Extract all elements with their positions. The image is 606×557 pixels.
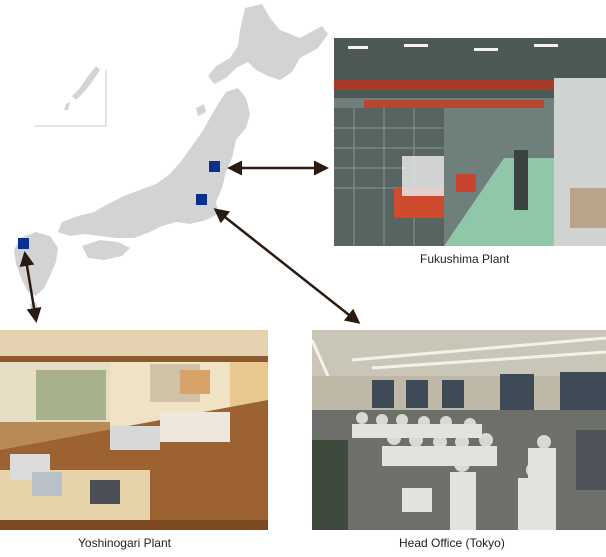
head-office-caption: Head Office (Tokyo) xyxy=(399,536,505,550)
head-office-photo xyxy=(312,330,606,530)
arrow-yoshinogari xyxy=(19,251,42,323)
yoshinogari-plant-caption: Yoshinogari Plant xyxy=(78,536,171,550)
northern-islands xyxy=(64,66,100,110)
shikoku-island xyxy=(82,240,130,260)
map-inset-frame xyxy=(34,70,107,127)
sado-island xyxy=(196,104,206,116)
fukushima-plant-caption: Fukushima Plant xyxy=(420,252,510,266)
fukushima-plant-photo xyxy=(334,38,606,246)
yoshinogari-plant-photo xyxy=(0,330,268,530)
fukushima-marker xyxy=(209,161,220,172)
hokkaido-island xyxy=(208,4,328,84)
arrow-head-office xyxy=(213,208,361,324)
yoshinogari-marker xyxy=(18,238,29,249)
head-office-marker xyxy=(196,194,207,205)
